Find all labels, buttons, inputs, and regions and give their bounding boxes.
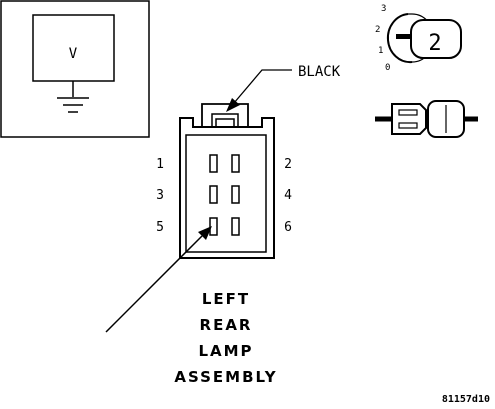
probe-arrow [105, 226, 212, 333]
figure-id: 81157d10 [442, 394, 490, 405]
pin-number-4: 4 [284, 188, 292, 203]
assembly-label-line-3: LAMP [198, 342, 253, 360]
ground-icon [57, 97, 89, 113]
pin-number-2: 2 [284, 157, 292, 172]
pin-number-5: 5 [156, 220, 164, 235]
assembly-label-line-1: LEFT [202, 290, 250, 308]
pin-number-3: 3 [156, 188, 164, 203]
pin-cavity-1 [209, 154, 218, 173]
ignition-key-icon [386, 13, 462, 64]
connector-body [179, 103, 275, 259]
ignition-switch: 3 2 1 0 2 [375, 4, 462, 73]
panel-frame [0, 0, 150, 138]
voltmeter-symbol: V [69, 46, 78, 62]
ignition-position-2: 2 [375, 25, 380, 35]
voltmeter-panel: V [0, 0, 150, 138]
ignition-key-position: 2 [428, 31, 441, 56]
pin-cavity-2 [231, 154, 240, 173]
color-callout: BLACK [226, 64, 341, 112]
pin-number-6: 6 [284, 220, 292, 235]
terminal-symbol-icon [375, 100, 478, 138]
connector-color-label: BLACK [298, 64, 341, 80]
ignition-position-3: 3 [381, 4, 386, 14]
probe-arrowhead [198, 226, 212, 240]
assembly-label-line-2: REAR [200, 316, 253, 334]
pin-cavity-5 [209, 217, 218, 236]
pin-cavity-4 [231, 185, 240, 204]
pin-number-1: 1 [156, 157, 164, 172]
ignition-position-1: 1 [378, 46, 383, 56]
assembly-label-line-4: ASSEMBLY [174, 368, 277, 386]
callout-arrowhead [226, 98, 240, 112]
pin-cavity-6 [231, 217, 240, 236]
ignition-position-0: 0 [385, 63, 390, 73]
connector-face [185, 134, 267, 253]
connector-lock-tab [201, 103, 249, 127]
pin-cavity-3 [209, 185, 218, 204]
